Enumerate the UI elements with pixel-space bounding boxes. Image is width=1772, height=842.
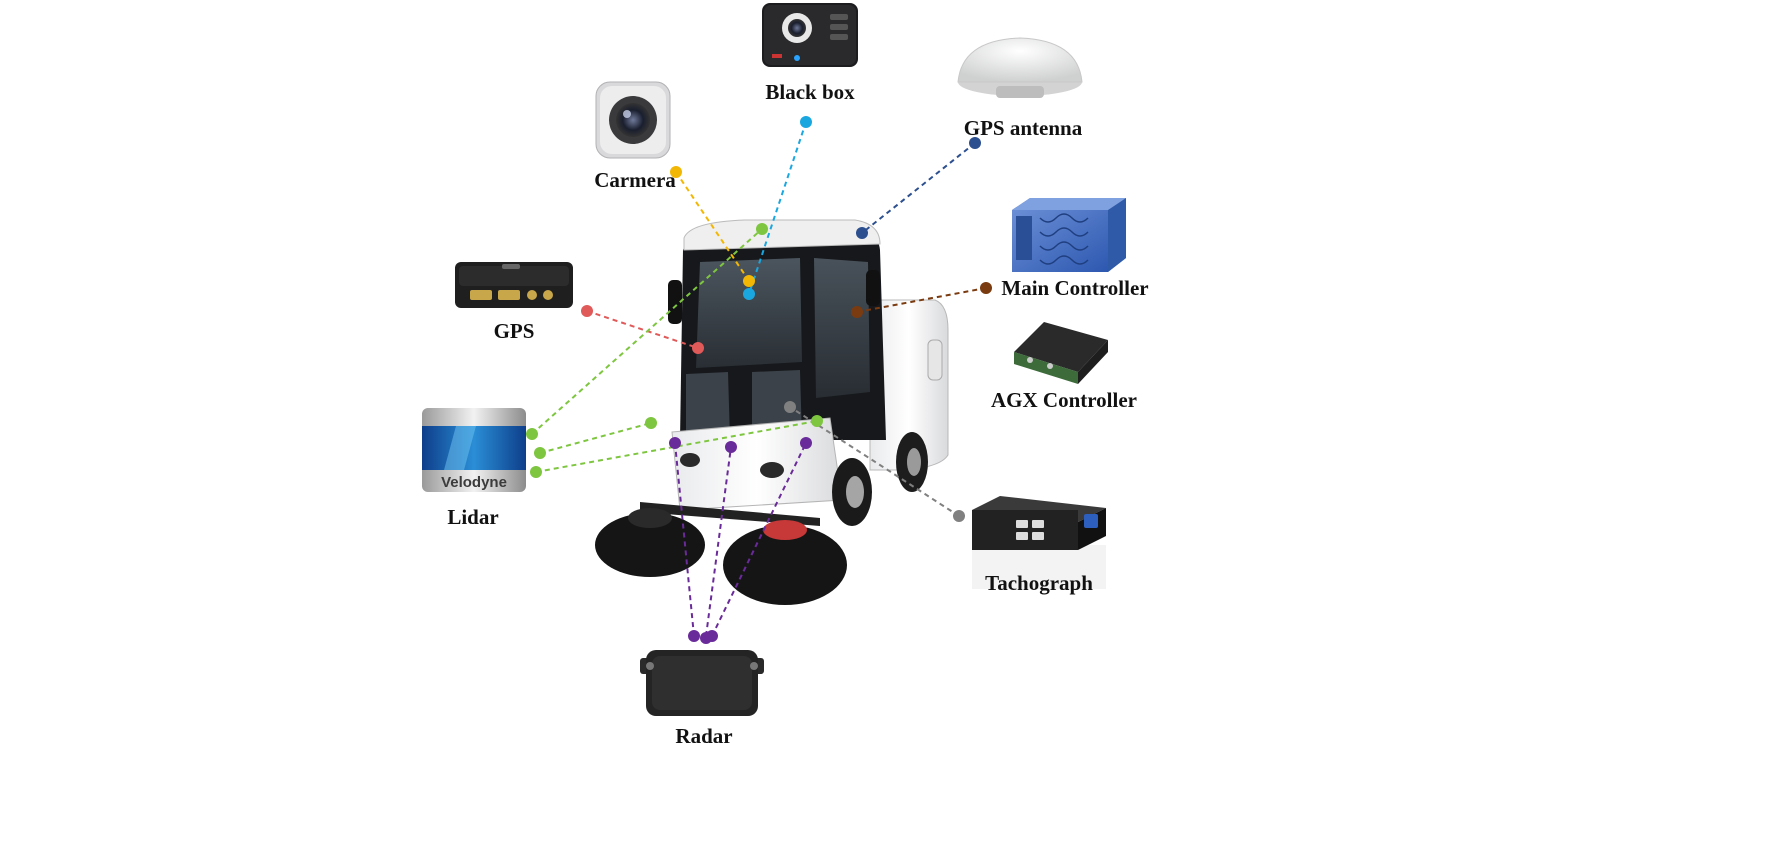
line-tachograph bbox=[789, 406, 960, 517]
line-gps-antenna bbox=[861, 142, 976, 234]
dot-lidar-mount-3 bbox=[811, 415, 823, 427]
gps-receiver-icon bbox=[455, 262, 573, 308]
dot-gps-antenna-mount bbox=[856, 227, 868, 239]
camera-icon bbox=[595, 81, 671, 159]
dot-camera-label bbox=[670, 166, 682, 178]
label-agx-controller: AGX Controller bbox=[990, 388, 1138, 412]
dot-main-controller-label bbox=[980, 282, 992, 294]
tachograph-icon bbox=[972, 496, 1106, 589]
dot-radar-label-3 bbox=[706, 630, 718, 642]
line-lidar-3 bbox=[535, 420, 818, 473]
dot-radar-label-1 bbox=[688, 630, 700, 642]
dot-gps-mount bbox=[692, 342, 704, 354]
agx-controller-icon bbox=[1014, 322, 1108, 384]
dot-lidar-label-3 bbox=[530, 466, 542, 478]
dot-camera-mount bbox=[743, 275, 755, 287]
dot-gps-antenna-label bbox=[969, 137, 981, 149]
lidar-brand-logo: Velodyne bbox=[441, 474, 507, 491]
line-gps bbox=[586, 310, 699, 349]
label-tachograph: Tachograph bbox=[985, 571, 1093, 595]
main-controller-icon bbox=[1012, 198, 1126, 272]
label-gps: GPS bbox=[493, 319, 535, 343]
dot-black-box-mount bbox=[743, 288, 755, 300]
line-main-controller bbox=[856, 287, 987, 313]
street-sweeper-vehicle bbox=[595, 219, 949, 605]
line-camera bbox=[675, 171, 750, 282]
dot-main-controller-mount bbox=[851, 306, 863, 318]
endpoint-dots bbox=[526, 116, 992, 644]
dot-lidar-mount-1 bbox=[756, 223, 768, 235]
radar-icon bbox=[640, 650, 764, 716]
lidar-icon: Velodyne bbox=[422, 408, 526, 492]
dot-radar-mount-2 bbox=[725, 441, 737, 453]
gps-antenna-icon bbox=[957, 37, 1083, 98]
line-black-box bbox=[748, 121, 807, 295]
dot-gps-label bbox=[581, 305, 593, 317]
black-box-icon bbox=[762, 3, 858, 67]
label-gps-antenna: GPS antenna bbox=[963, 116, 1083, 140]
dot-tachograph-label bbox=[953, 510, 965, 522]
label-main-controller: Main Controller bbox=[1001, 276, 1149, 300]
line-lidar-1 bbox=[531, 228, 763, 435]
dot-lidar-label-1 bbox=[526, 428, 538, 440]
connector-lines bbox=[531, 121, 987, 637]
label-black-box: Black box bbox=[765, 80, 855, 104]
dot-black-box-label bbox=[800, 116, 812, 128]
dot-tachograph-mount bbox=[784, 401, 796, 413]
dot-radar-mount-3 bbox=[800, 437, 812, 449]
dot-lidar-mount-2 bbox=[645, 417, 657, 429]
line-lidar-2 bbox=[539, 422, 652, 454]
label-lidar: Lidar bbox=[447, 505, 499, 529]
label-camera: Carmera bbox=[594, 168, 676, 192]
dot-radar-mount-1 bbox=[669, 437, 681, 449]
line-radar-2 bbox=[705, 446, 732, 637]
label-radar: Radar bbox=[675, 724, 733, 748]
dot-lidar-label-2 bbox=[534, 447, 546, 459]
